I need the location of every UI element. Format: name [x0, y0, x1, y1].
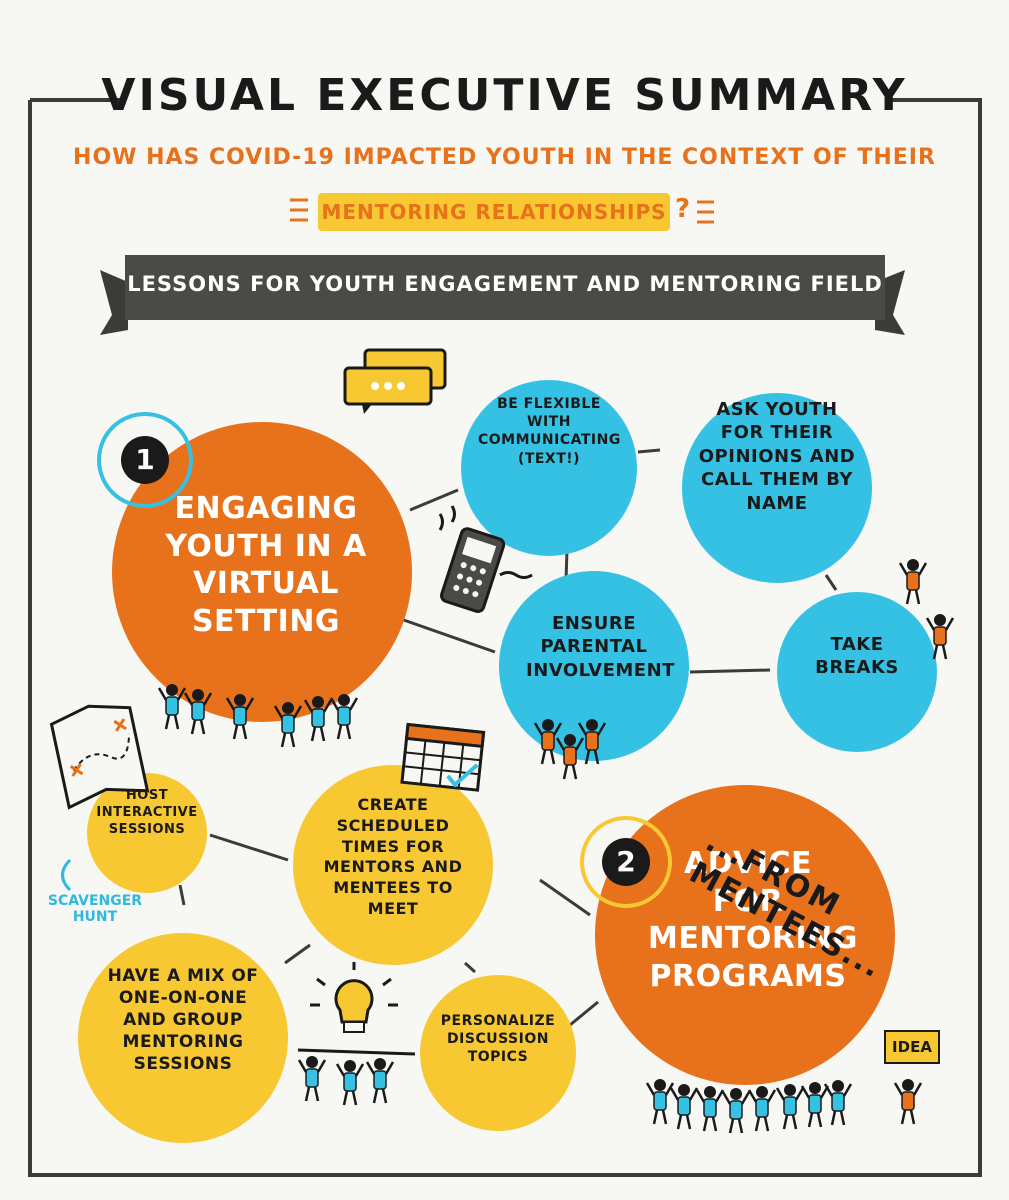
person-figure [898, 559, 928, 605]
ask-youth-circle [682, 393, 872, 583]
person-figure [800, 1082, 830, 1128]
highlight-dashes [290, 198, 714, 224]
person-figure [823, 1080, 853, 1126]
parental-circle [499, 571, 689, 761]
frame-border [28, 98, 982, 1177]
map-icon [49, 704, 150, 810]
number-2-ring [580, 816, 672, 908]
personalize-text: PERSONALIZE DISCUSSION TOPICS [440, 1013, 556, 1066]
question-highlight: MENTORING RELATIONSHIPS [318, 193, 670, 231]
person-figure [893, 1079, 923, 1125]
lightbulb-icon [310, 962, 398, 1033]
person-figure [577, 719, 607, 765]
phone-icon [440, 527, 506, 613]
schedule-circle [293, 765, 493, 965]
person-figure [721, 1088, 751, 1134]
person-figure [645, 1079, 675, 1125]
scavenger-arrow [61, 858, 72, 892]
scavenger-hunt-note: SCAVENGER HUNT [47, 893, 143, 926]
host-circle [87, 773, 207, 893]
person-figure [365, 1058, 395, 1104]
person-figure [533, 719, 563, 765]
section-2-title: ADVICE FOR MENTORING PROGRAMS [648, 846, 858, 994]
connector-lines [178, 448, 838, 1027]
banner-left-tail [100, 270, 128, 335]
flexible-circle [461, 380, 637, 556]
person-figure [669, 1084, 699, 1130]
idea-sign: IDEA [884, 1030, 940, 1064]
phone-buzz-lines [438, 505, 533, 579]
chat-bubbles-icon [343, 348, 447, 414]
question-line: HOW HAS COVID-19 IMPACTED YOUTH IN THE C… [73, 145, 936, 170]
flexible-text: BE FLEXIBLE WITH COMMUNICATING (TEXT!) [478, 396, 621, 467]
person-figure [695, 1086, 725, 1132]
person-figure [303, 696, 333, 742]
person-figure [225, 694, 255, 740]
host-text: HOST INTERACTIVE SESSIONS [96, 788, 198, 837]
person-figure [775, 1084, 805, 1130]
schedule-text: CREATE SCHEDULED TIMES FOR MENTORS AND M… [323, 795, 463, 918]
parental-text: ENSURE PARENTAL INVOLVEMENT [526, 613, 675, 681]
person-figure [183, 689, 213, 735]
person-figure [329, 694, 359, 740]
engaging-youth-circle [112, 422, 412, 722]
person-figure [555, 734, 585, 780]
calendar-icon [400, 722, 486, 792]
question-mark: ? [675, 194, 691, 224]
mix-circle [78, 933, 288, 1143]
ask-youth-text: ASK YOUTH FOR THEIR OPINIONS AND CALL TH… [698, 399, 856, 514]
mix-text: HAVE A MIX OF ONE-ON-ONE AND GROUP MENTO… [107, 966, 259, 1075]
personalize-circle [420, 975, 576, 1131]
person-figure [157, 684, 187, 730]
person-figure [747, 1086, 777, 1132]
person-figure [335, 1060, 365, 1106]
person-figure [297, 1056, 327, 1102]
section-1-title: ENGAGING YOUTH IN A VIRTUAL SETTING [165, 491, 367, 639]
banner-text: LESSONS FOR YOUTH ENGAGEMENT AND MENTORI… [127, 272, 883, 296]
page-title: VISUAL EXECUTIVE SUMMARY [101, 70, 908, 121]
lifting-bar [297, 1048, 416, 1056]
person-figure [273, 702, 303, 748]
banner-ribbon [125, 255, 885, 320]
section-1-number: 1 [121, 436, 169, 484]
breaks-text: TAKE BREAKS [815, 634, 899, 679]
person-figure [925, 614, 955, 660]
breaks-circle [777, 592, 937, 752]
number-1-ring [97, 412, 193, 508]
section-2-number: 2 [602, 838, 650, 886]
